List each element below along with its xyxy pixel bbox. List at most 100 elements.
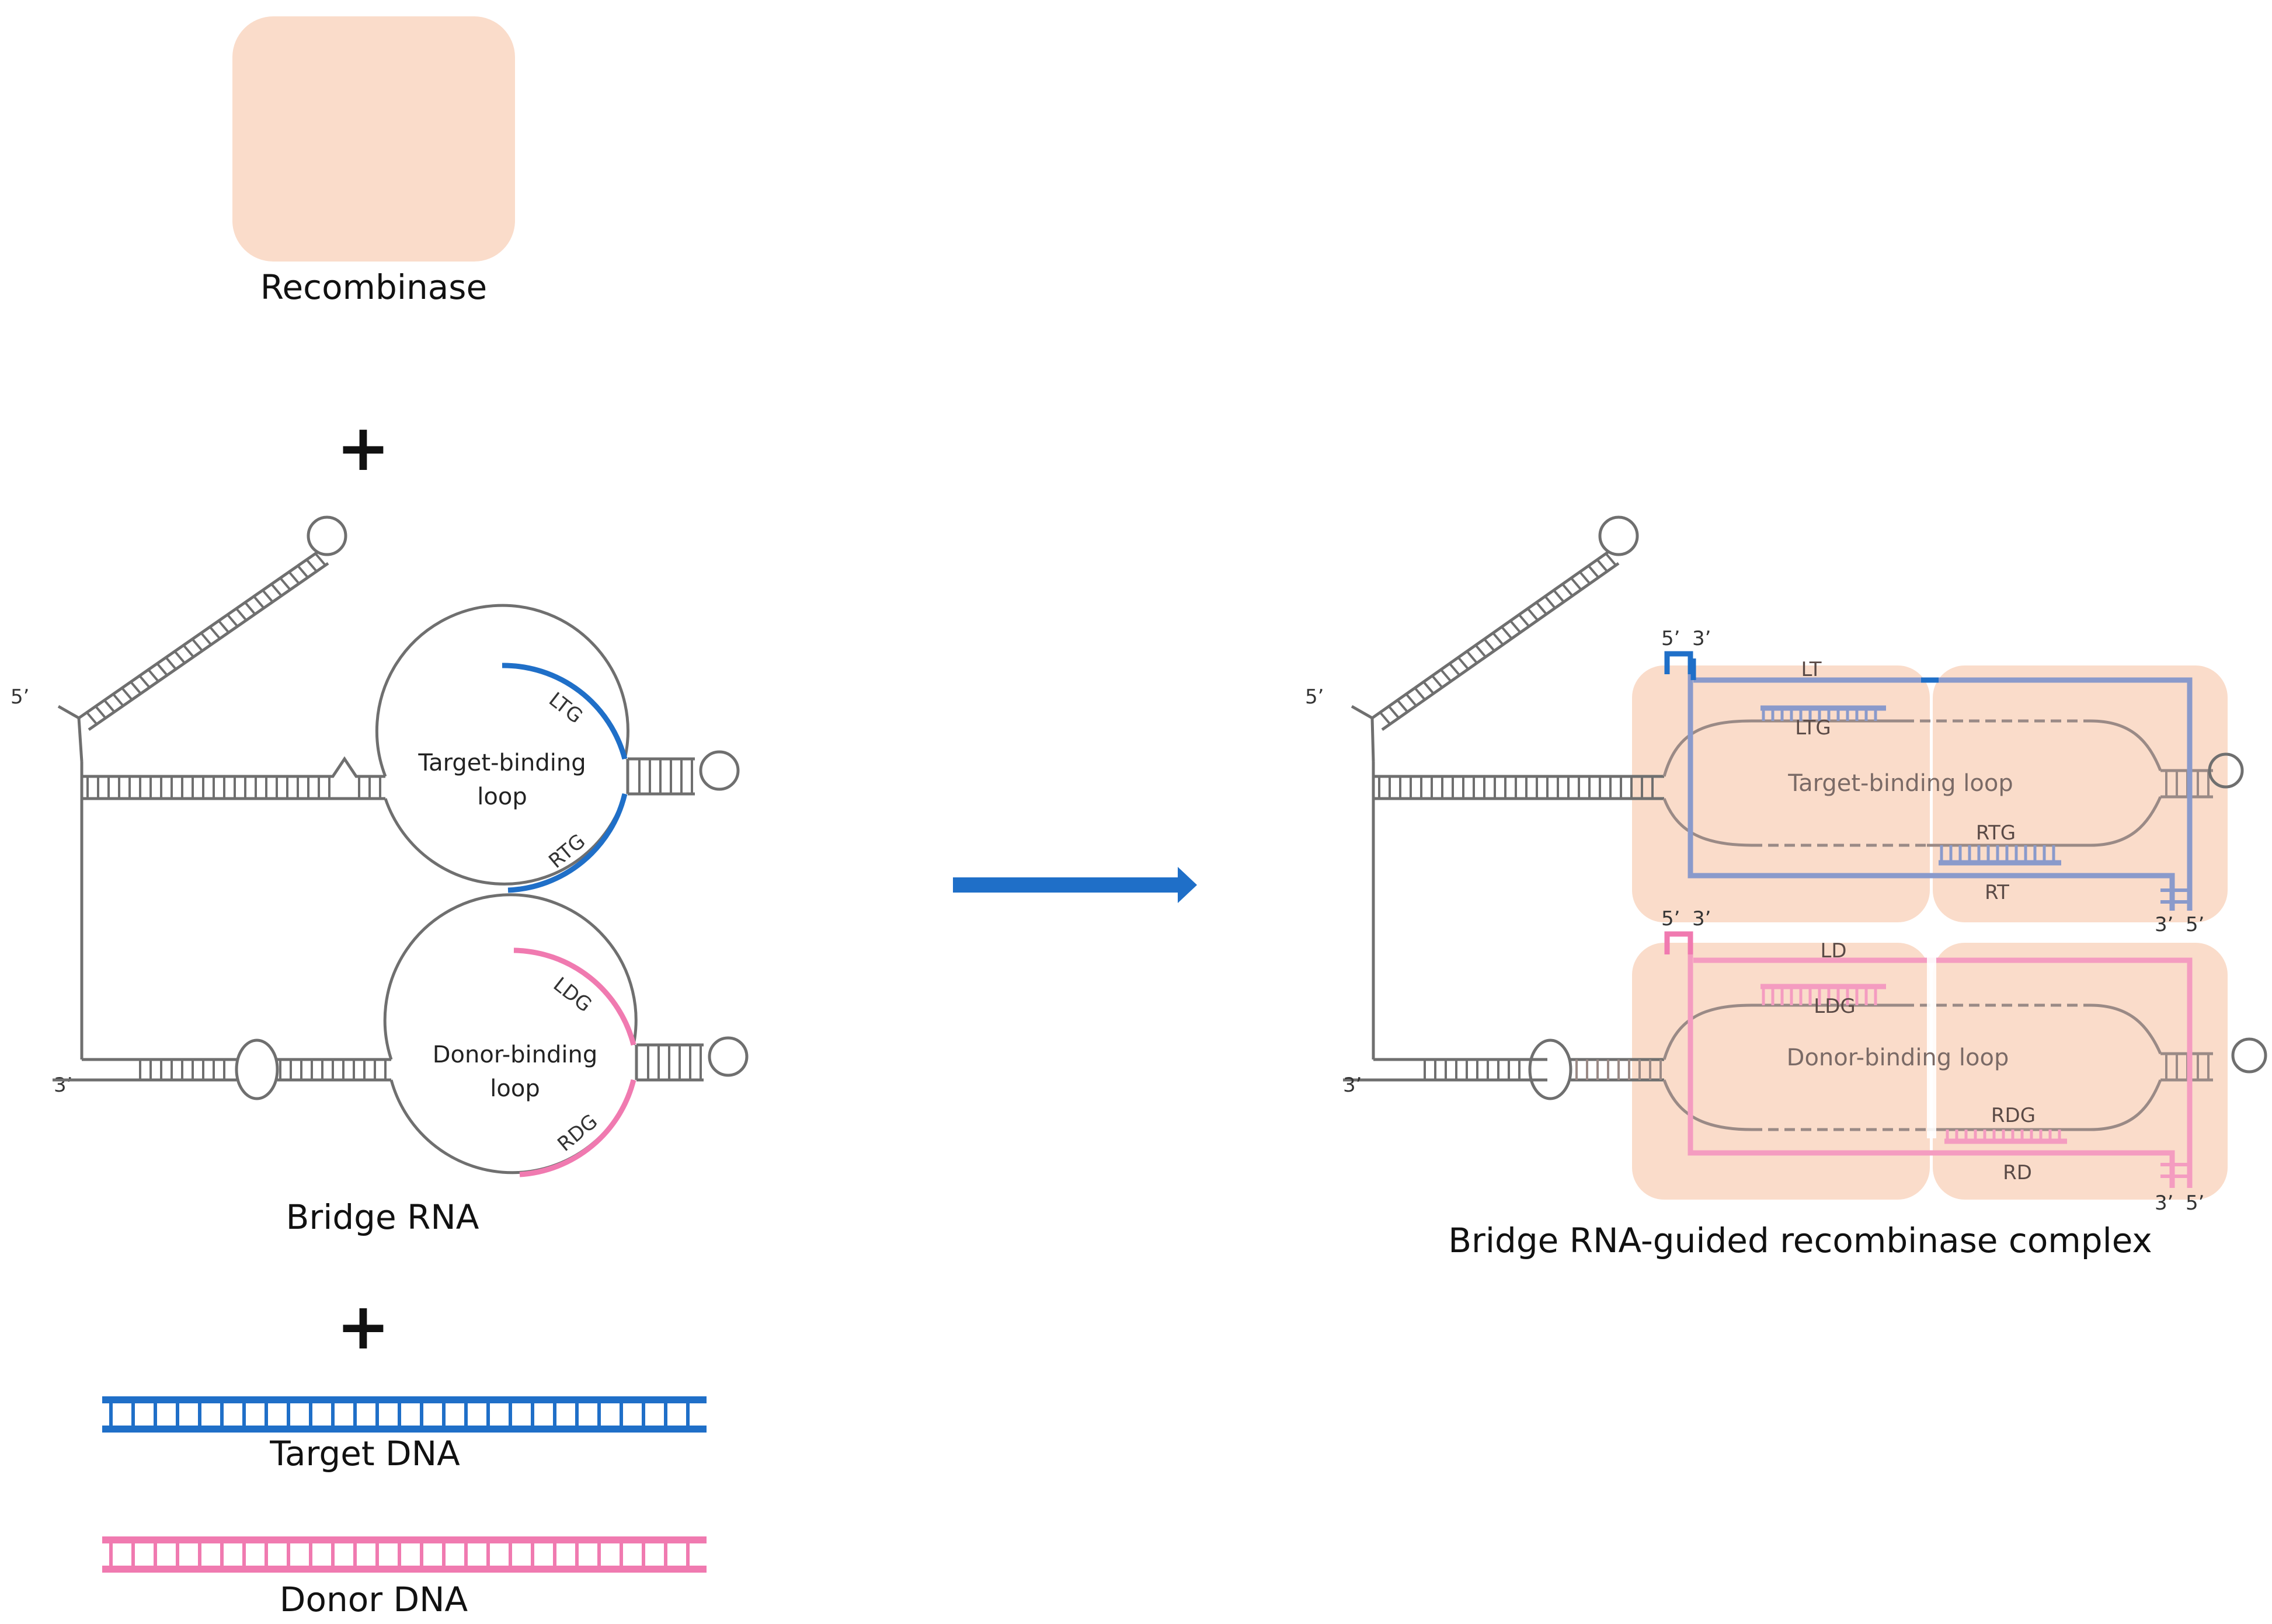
ladder-rung [1509, 620, 1522, 634]
ladder-rung [1527, 608, 1539, 622]
target-dna-label: Target DNA [269, 1434, 460, 1473]
ladder-rung [1492, 632, 1505, 646]
ladder-rung [218, 620, 230, 634]
ladder-rung [1380, 712, 1392, 726]
right-3p-label-4: 3’ [2155, 1191, 2173, 1215]
ladder-rung [1518, 614, 1530, 628]
ladder-rung [1561, 583, 1574, 597]
ladder-rung [1441, 669, 1453, 683]
ladder-rung [1397, 700, 1410, 714]
target-loop-label-left-2: loop [477, 783, 527, 810]
recombinase-shape [232, 16, 515, 262]
recombinase-block-1 [1632, 665, 1930, 922]
plus-sign-1: + [336, 410, 390, 485]
right-3p-label-2: 3’ [2155, 913, 2173, 936]
donor-dna-duplex [102, 1536, 707, 1573]
ladder-rung [113, 694, 125, 708]
plus-sign-2: + [336, 1289, 390, 1364]
reaction-arrow [953, 867, 1197, 903]
rtg-segment [507, 793, 628, 893]
rd-label: RD [2003, 1161, 2032, 1184]
ladder-rung [183, 644, 195, 658]
lt-label: LT [1801, 658, 1821, 681]
ladder-rung [305, 559, 318, 572]
ladder-rung [1579, 571, 1591, 584]
ldg-segment [513, 947, 636, 1046]
donor-loop-label-right: Donor-binding loop [1787, 1044, 2009, 1071]
ladder-rung [1414, 688, 1426, 702]
right-5p-label-2: 5’ [2186, 913, 2204, 936]
rt-label: RT [1985, 881, 2009, 904]
ladder-rung [192, 639, 204, 652]
recombinase-block-3 [1632, 943, 1930, 1200]
recombinase-block-4 [1933, 943, 2228, 1200]
recombinase-label: Recombinase [260, 267, 487, 307]
recombinase-complex: 5’ 5’ 3’ 3’ 5’ LT [1305, 515, 2267, 1215]
ladder-rung [270, 583, 283, 597]
rdg-segment [519, 1079, 636, 1177]
ladder-rung [174, 651, 186, 664]
ladder-rung [262, 589, 274, 603]
ladder-rung [1389, 706, 1401, 720]
bridge-rna-structure: 5’ LTG RTG Target-binding loop 3’ [11, 515, 749, 1177]
rdg-label-left: RDG [553, 1110, 602, 1156]
ladder-rung [1484, 639, 1496, 652]
ldg-label-right: LDG [1814, 995, 1855, 1018]
ladder-rung [244, 602, 256, 615]
ladder-rung [95, 706, 107, 720]
ladder-rung [1457, 657, 1470, 671]
ld-label: LD [1820, 939, 1846, 963]
ladder-rung [1587, 564, 1599, 578]
ladder-rung [253, 595, 265, 609]
ladder-rung [1570, 577, 1582, 591]
ladder-rung [209, 626, 221, 640]
right-3p-label-3: 3’ [1692, 907, 1711, 931]
donor-loop-label-left-1: Donor-binding [433, 1041, 598, 1068]
ladder-rung [165, 657, 178, 671]
ltg-label-right: LTG [1795, 716, 1831, 740]
right-5p-label-3: 5’ [1661, 907, 1680, 931]
ladder-rung [1466, 651, 1478, 664]
right-3p-label-1: 3’ [1692, 627, 1711, 650]
ladder-rung [104, 700, 116, 714]
right-5p-label-1: 5’ [1661, 627, 1680, 650]
ladder-rung [1423, 682, 1435, 695]
ladder-rung [121, 688, 134, 702]
donor-dna-label: Donor DNA [280, 1580, 468, 1619]
ladder-rung [1449, 663, 1461, 677]
ladder-rung [1596, 559, 1608, 572]
three-prime-label-left: 3’ [54, 1074, 72, 1097]
ladder-rung [1475, 644, 1487, 658]
ladder-rung [200, 632, 213, 646]
ladder-rung [86, 712, 99, 726]
target-loop-label-right: Target-binding loop [1787, 770, 2013, 797]
rtg-label-right: RTG [1976, 821, 2016, 845]
ladder-rung [148, 669, 160, 683]
ladder-rung [130, 682, 142, 695]
five-prime-label-left: 5’ [11, 685, 29, 709]
ladder-rung [1605, 552, 1617, 566]
ladder-rung [139, 675, 151, 689]
complex-label: Bridge RNA-guided recombinase complex [1448, 1221, 2152, 1260]
ladder-rung [314, 552, 326, 566]
bridge-rna-label: Bridge RNA [286, 1197, 479, 1237]
ladder-rung [1432, 675, 1444, 689]
five-prime-label-right: 5’ [1305, 685, 1324, 709]
ladder-rung [1544, 595, 1556, 609]
ladder-rung [156, 663, 169, 677]
rtg-label-left: RTG [544, 830, 590, 873]
ladder-rung [279, 577, 291, 591]
ladder-rung [227, 614, 239, 628]
ladder-rung [288, 571, 300, 584]
target-loop-label-left-1: Target-binding [417, 750, 586, 776]
ladder-rung [235, 608, 248, 622]
ladder-rung [1501, 626, 1513, 640]
donor-loop-label-left-2: loop [490, 1075, 540, 1102]
ladder-rung [297, 564, 309, 578]
right-5p-label-4: 5’ [2186, 1191, 2204, 1215]
ltg-segment [502, 663, 628, 760]
ladder-rung [1536, 602, 1548, 615]
target-dna-duplex [102, 1396, 707, 1433]
